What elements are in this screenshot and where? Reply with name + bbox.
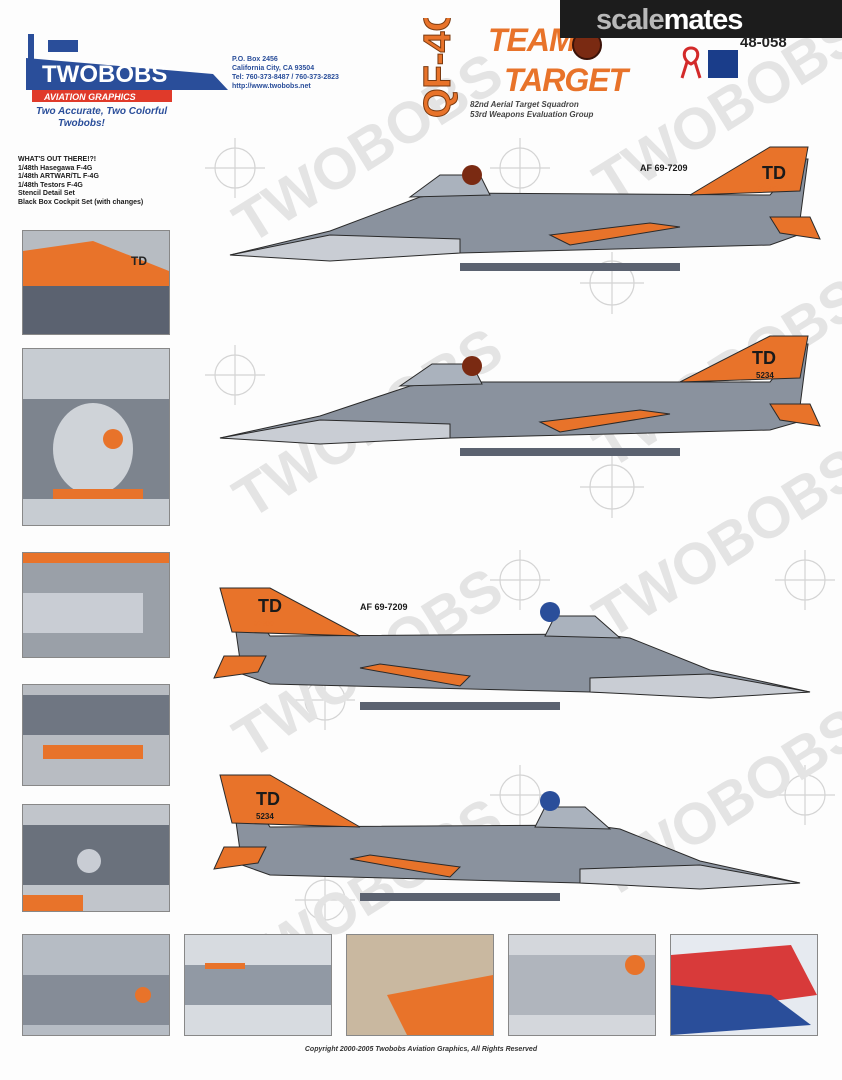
registration-crosshair bbox=[205, 138, 265, 198]
tagline-line: Two Accurate, Two Colorful bbox=[36, 106, 168, 117]
tagline: Two Accurate, Two Colorful Twobobs! bbox=[36, 106, 206, 130]
reference-photo bbox=[184, 934, 332, 1036]
unit-line: 53rd Weapons Evaluation Group bbox=[470, 110, 594, 119]
twobobs-logo: TWOBOBS AVIATION GRAPHICS bbox=[18, 30, 233, 105]
unit-line: 82nd Aerial Target Squadron bbox=[470, 100, 579, 109]
svg-text:5234: 5234 bbox=[756, 371, 774, 380]
address-line: Tel: 760-373-8487 / 760-373-2823 bbox=[232, 74, 339, 81]
aircraft-profile: TD 5234 bbox=[213, 774, 801, 901]
catalog-number: 48-058 bbox=[740, 34, 787, 51]
brand-subtitle: AVIATION GRAPHICS bbox=[43, 92, 136, 102]
registration-crosshair bbox=[490, 765, 550, 825]
contents-line: Black Box Cockpit Set (with changes) bbox=[18, 198, 144, 206]
svg-text:TD: TD bbox=[752, 348, 776, 368]
svg-text:97209: 97209 bbox=[254, 621, 274, 628]
tagline-line: Twobobs! bbox=[58, 118, 105, 129]
reference-photo bbox=[22, 348, 170, 526]
unit-info: 82nd Aerial Target Squadron 53rd Weapons… bbox=[470, 100, 593, 120]
title-target: TARGET bbox=[504, 62, 628, 98]
registration-crosshair bbox=[580, 456, 644, 518]
contents-line: Stencil Detail Set bbox=[18, 190, 75, 197]
registration-crosshair bbox=[295, 870, 355, 930]
address-block: P.O. Box 2456 California City, CA 93504 … bbox=[232, 55, 339, 91]
copyright-notice: Copyright 2000-2005 Twobobs Aviation Gra… bbox=[304, 1046, 538, 1053]
address-line: California City, CA 93504 bbox=[232, 65, 315, 72]
reference-photo bbox=[22, 684, 170, 786]
scalemates-part: mates bbox=[663, 4, 744, 36]
svg-text:AF 69-7209: AF 69-7209 bbox=[640, 163, 688, 173]
registration-crosshair bbox=[490, 138, 550, 198]
model-designation: QF-4G bbox=[417, 18, 460, 119]
registration-crosshair bbox=[580, 252, 644, 314]
svg-text:AF 69-7209: AF 69-7209 bbox=[360, 602, 408, 612]
contents-line: 1/48th Testors F-4G bbox=[18, 181, 83, 189]
contents-title: What's out there!?! bbox=[18, 156, 97, 163]
scalemates-logo[interactable]: scalemates bbox=[596, 4, 744, 37]
registration-crosshair bbox=[490, 550, 550, 610]
reference-photo bbox=[670, 934, 818, 1036]
svg-text:TD: TD bbox=[256, 789, 280, 809]
publisher-badge-icon bbox=[708, 50, 738, 78]
svg-text:TD: TD bbox=[131, 254, 147, 268]
reference-photo bbox=[22, 804, 170, 912]
awareness-ribbon-icon bbox=[680, 46, 702, 79]
kit-contents: What's out there!?! 1/48th Hasegawa F-4G… bbox=[18, 156, 143, 207]
reference-photo: TD bbox=[22, 230, 170, 335]
brand-name: TWOBOBS bbox=[42, 61, 167, 88]
svg-text:97209: 97209 bbox=[758, 186, 778, 193]
svg-text:TD: TD bbox=[258, 596, 282, 616]
aircraft-profile: TD 5234 bbox=[219, 335, 821, 456]
scalemates-part: scale bbox=[596, 4, 665, 36]
address-line: P.O. Box 2456 bbox=[232, 56, 278, 63]
reference-photo bbox=[508, 934, 656, 1036]
contents-line: 1/48th Hasegawa F-4G bbox=[18, 164, 93, 172]
aircraft-profile: TD 97209 AF 69-7209 bbox=[229, 146, 821, 271]
registration-crosshair bbox=[205, 345, 265, 405]
contents-line: 1/48th ARTWAR/TL F-4G bbox=[18, 173, 99, 180]
reference-photo bbox=[22, 552, 170, 658]
website-link[interactable]: http://www.twobobs.net bbox=[232, 83, 311, 90]
scalemates-banner bbox=[560, 0, 842, 38]
svg-text:TD: TD bbox=[762, 163, 786, 183]
reference-photo bbox=[22, 934, 170, 1036]
svg-text:QF-4G: QF-4G bbox=[417, 18, 459, 118]
aircraft-profile: TD 97209 AF 69-7209 bbox=[213, 587, 811, 710]
svg-text:5234: 5234 bbox=[256, 812, 274, 821]
registration-crosshair bbox=[775, 550, 835, 610]
reference-photo bbox=[346, 934, 494, 1036]
registration-crosshair bbox=[775, 765, 835, 825]
